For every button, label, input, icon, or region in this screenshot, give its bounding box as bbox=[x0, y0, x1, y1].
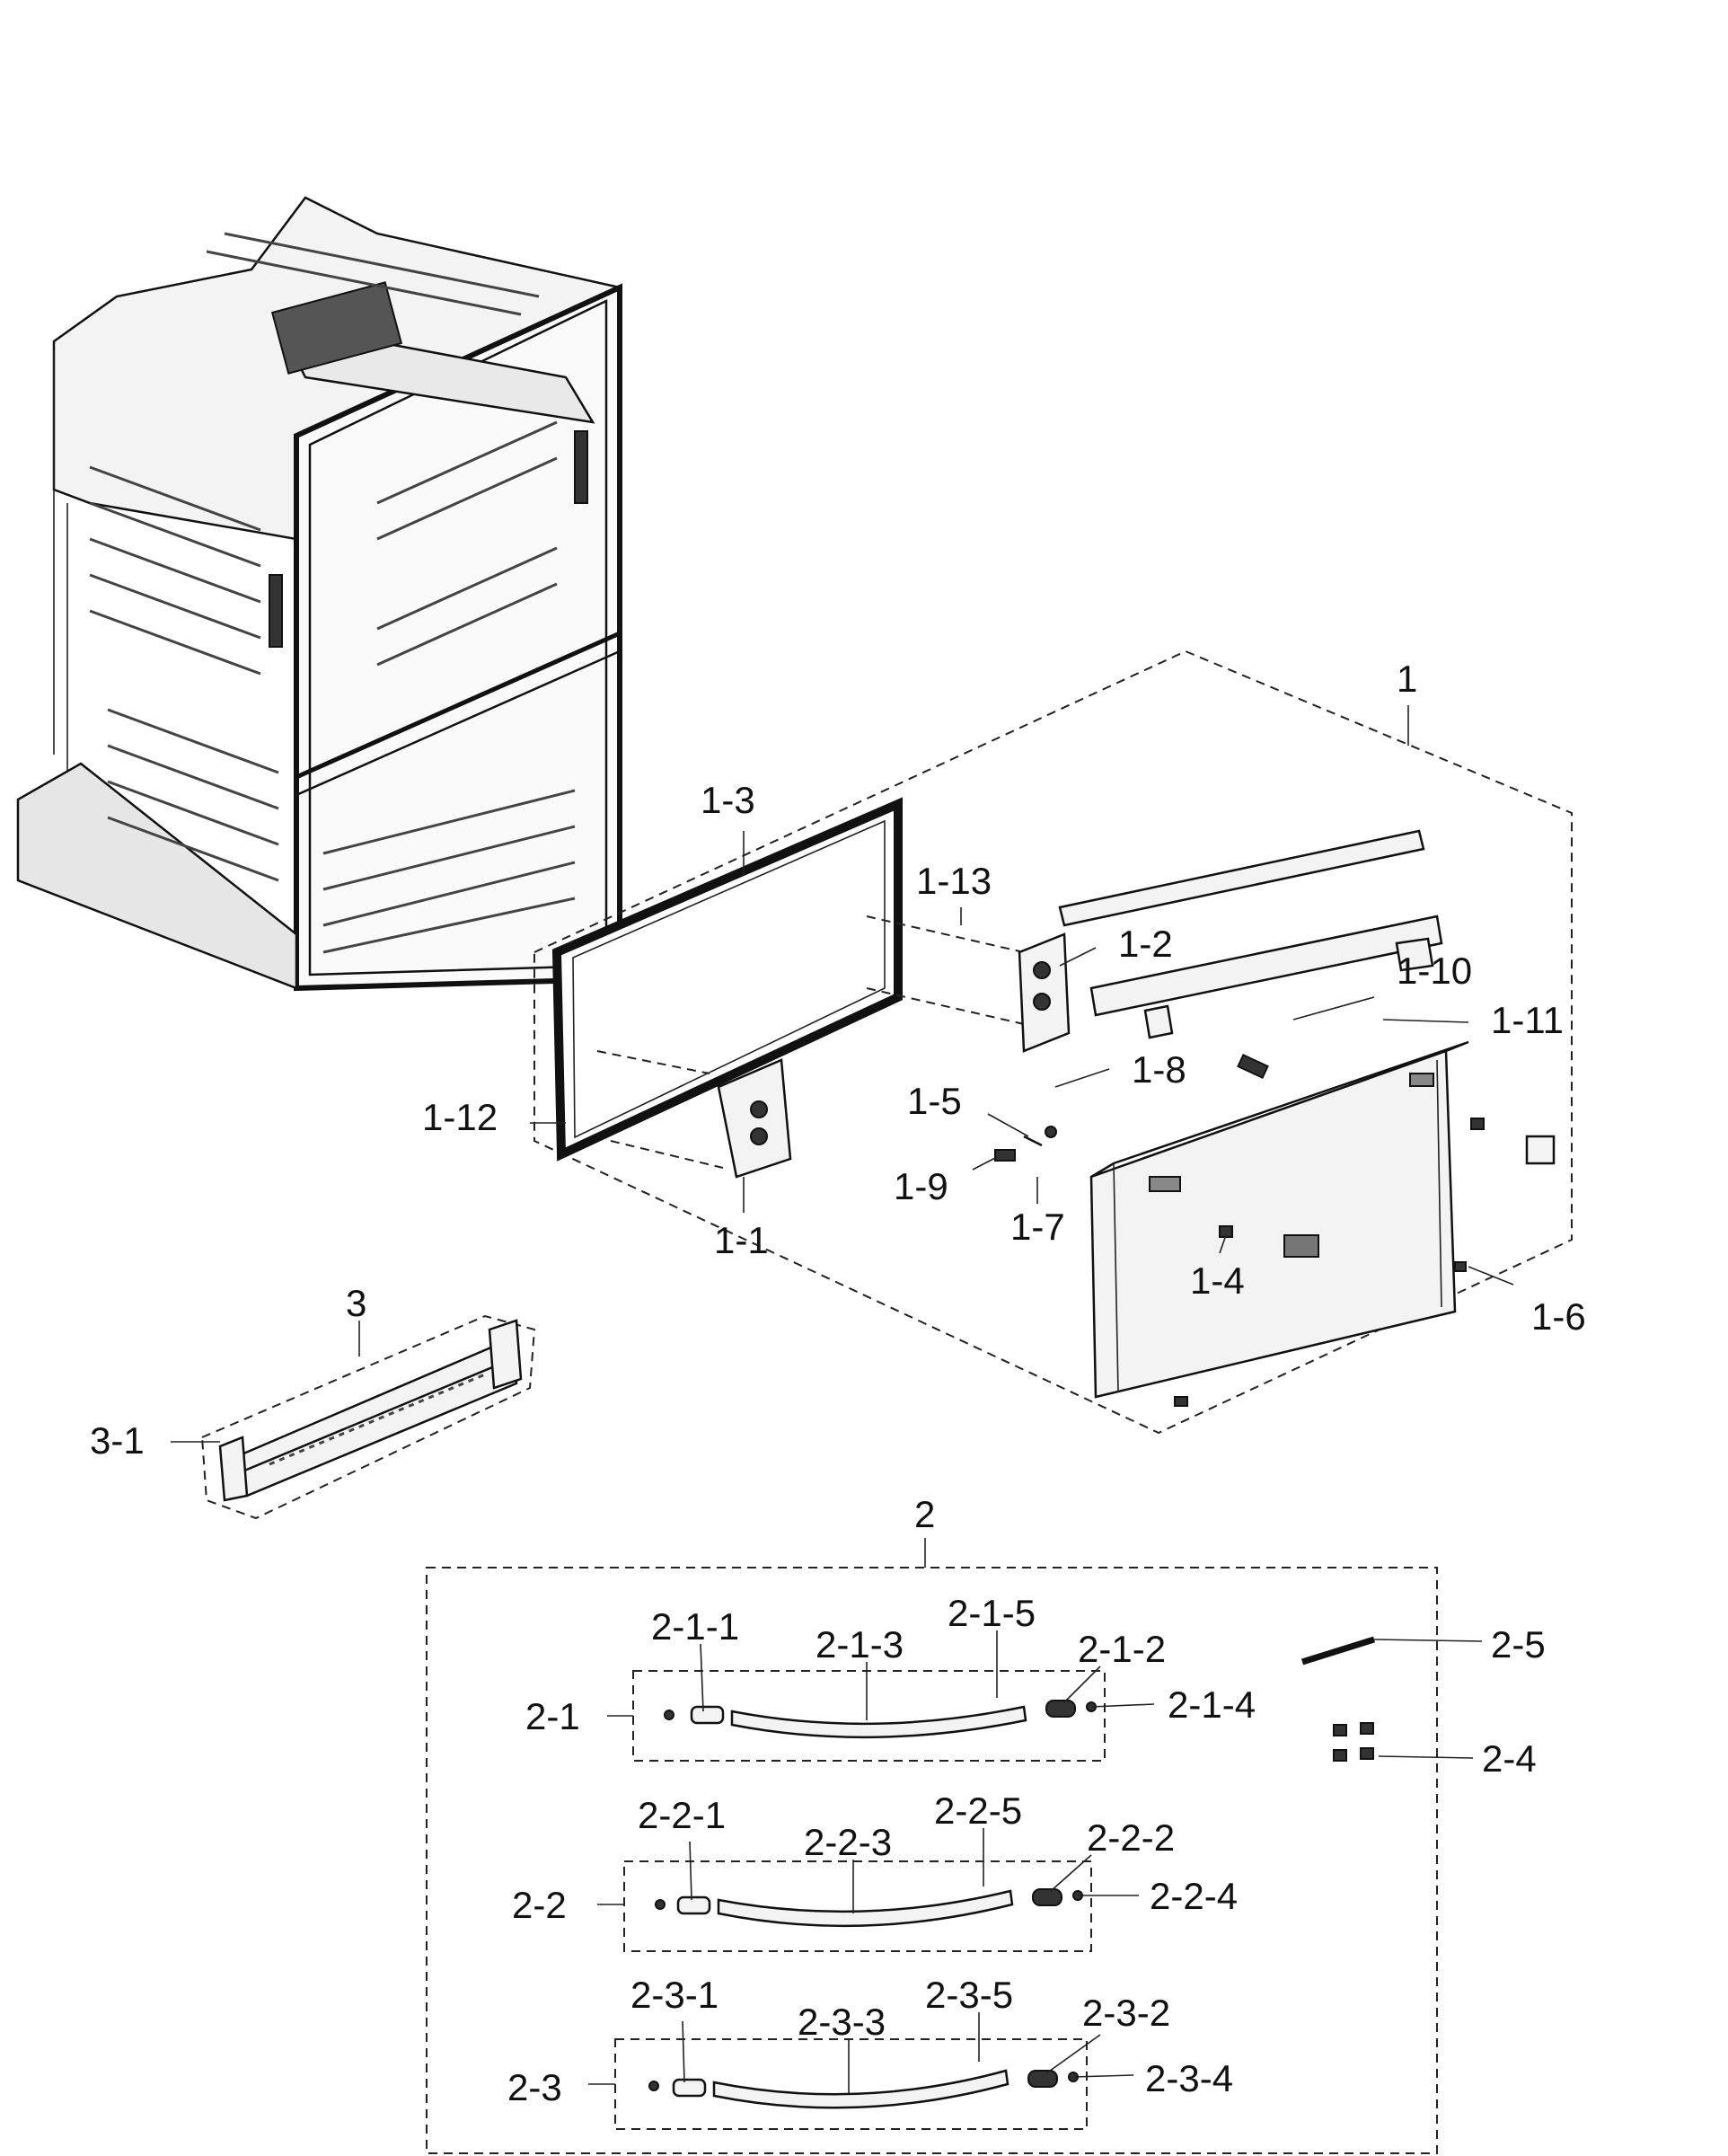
label-2-1-5: 2-1-5 bbox=[948, 1592, 1036, 1634]
label-1-3: 1-3 bbox=[701, 779, 755, 821]
handle-2-3 bbox=[648, 2069, 1079, 2109]
label-1-4: 1-4 bbox=[1190, 1259, 1245, 1302]
label-1-5: 1-5 bbox=[907, 1080, 962, 1122]
screws-2-4 bbox=[1333, 1722, 1374, 1762]
label-2-3-4: 2-3-4 bbox=[1145, 2057, 1233, 2099]
label-2-2-5: 2-2-5 bbox=[934, 1789, 1022, 1832]
label-2-2: 2-2 bbox=[512, 1884, 567, 1926]
leader-lines bbox=[171, 705, 1514, 2093]
hinge-1-1 bbox=[717, 1058, 792, 1179]
rail-assembly-3 bbox=[200, 1314, 536, 1520]
label-2-3: 2-3 bbox=[507, 2066, 562, 2108]
handle-assembly-2 bbox=[426, 1567, 1438, 2154]
label-1-9: 1-9 bbox=[894, 1165, 948, 1207]
handle-2-2 bbox=[655, 1888, 1083, 1928]
hinge-1-13 bbox=[1018, 932, 1071, 1053]
label-1-7: 1-7 bbox=[1010, 1206, 1065, 1248]
label-1: 1 bbox=[1397, 658, 1417, 700]
part-labels: 1 1-3 1-13 1-2 1-10 1-11 1-8 1-5 1-12 1-… bbox=[90, 658, 1586, 2108]
label-2-1-1: 2-1-1 bbox=[651, 1605, 739, 1648]
label-2-2-1: 2-2-1 bbox=[638, 1794, 726, 1836]
label-2-1: 2-1 bbox=[525, 1695, 580, 1737]
label-1-2: 1-2 bbox=[1118, 923, 1173, 965]
label-3-1: 3-1 bbox=[90, 1419, 145, 1462]
label-2-1-2: 2-1-2 bbox=[1078, 1628, 1166, 1670]
label-1-8: 1-8 bbox=[1132, 1048, 1186, 1091]
label-3: 3 bbox=[346, 1282, 366, 1324]
door-panel bbox=[1089, 1040, 1469, 1399]
label-2-2-3: 2-2-3 bbox=[804, 1821, 892, 1863]
label-2-4: 2-4 bbox=[1482, 1737, 1537, 1780]
refrigerator-cabinet bbox=[16, 196, 622, 992]
label-2-3-3: 2-3-3 bbox=[798, 2001, 886, 2043]
label-1-1: 1-1 bbox=[714, 1219, 769, 1261]
label-1-13: 1-13 bbox=[916, 860, 992, 902]
door-gasket-1-3 bbox=[551, 797, 903, 1162]
label-2-1-4: 2-1-4 bbox=[1168, 1683, 1256, 1726]
label-2-5: 2-5 bbox=[1491, 1623, 1546, 1666]
label-2-3-5: 2-3-5 bbox=[925, 1974, 1013, 2016]
label-1-10: 1-10 bbox=[1397, 950, 1472, 992]
label-1-6: 1-6 bbox=[1531, 1295, 1586, 1338]
label-2-3-1: 2-3-1 bbox=[630, 1974, 719, 2016]
label-1-11: 1-11 bbox=[1491, 999, 1564, 1041]
handle-2-1 bbox=[664, 1700, 1097, 1739]
label-2-2-4: 2-2-4 bbox=[1150, 1875, 1238, 1917]
label-2-3-2: 2-3-2 bbox=[1082, 1992, 1170, 2034]
door-assembly-1 bbox=[533, 649, 1573, 1435]
door-handle-1-2 bbox=[1058, 829, 1443, 1039]
label-2-1-3: 2-1-3 bbox=[816, 1623, 904, 1666]
label-2-2-2: 2-2-2 bbox=[1087, 1816, 1175, 1859]
label-1-12: 1-12 bbox=[422, 1096, 498, 1138]
label-2: 2 bbox=[914, 1493, 935, 1535]
